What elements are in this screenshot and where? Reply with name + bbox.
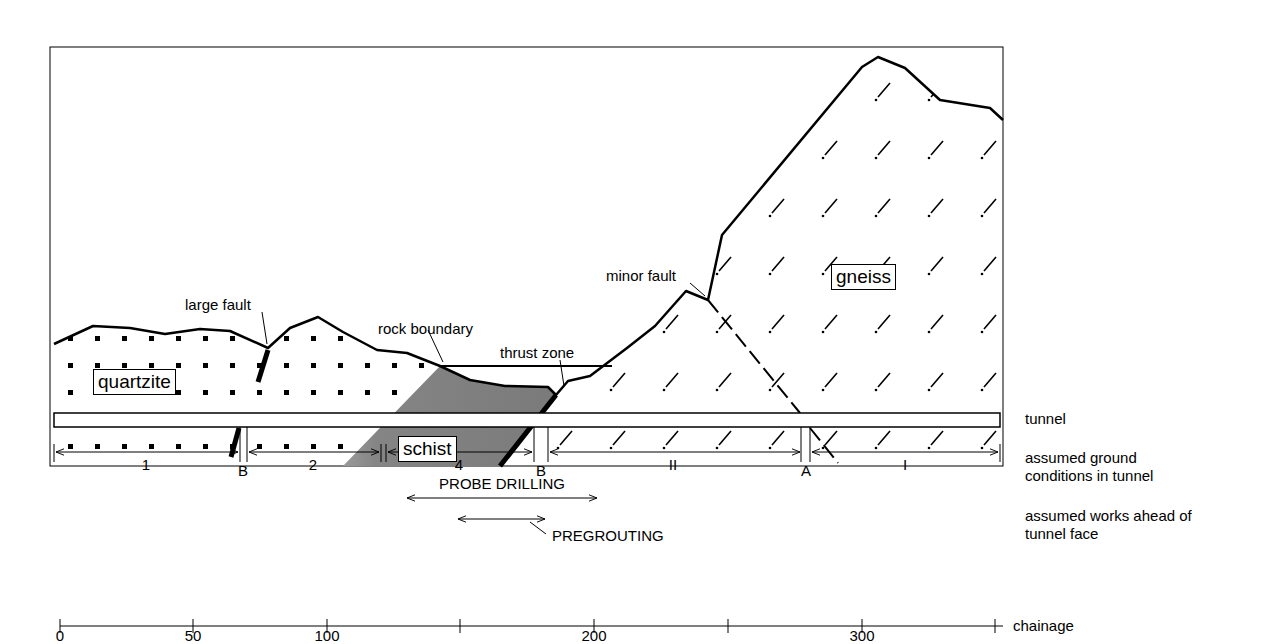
- rock-name: quartzite: [98, 371, 171, 392]
- rock-name: schist: [403, 438, 452, 459]
- rock-name-box: quartzite: [93, 369, 176, 395]
- row-label: tunnel: [1025, 410, 1066, 428]
- rock-name-box: gneiss: [831, 264, 896, 290]
- scale-number: 0: [56, 628, 64, 643]
- works-label: PREGROUTING: [552, 527, 664, 545]
- scale-number: 50: [185, 628, 202, 643]
- scale-number: 200: [581, 628, 606, 643]
- feature-label: thrust zone: [500, 344, 574, 362]
- ground-class: A: [801, 462, 811, 480]
- rock-name: gneiss: [836, 266, 891, 287]
- ground-class: 1: [142, 456, 150, 474]
- scale-number: 300: [849, 628, 874, 643]
- rock-name-box: schist: [398, 436, 457, 462]
- ground-class: II: [669, 456, 677, 474]
- row-label: assumed ground conditions in tunnel: [1025, 449, 1195, 485]
- feature-label: minor fault: [606, 267, 676, 285]
- row-label: assumed works ahead of tunnel face: [1025, 507, 1195, 543]
- ground-class: 2: [309, 456, 317, 474]
- feature-label: large fault: [185, 296, 251, 314]
- works-label: PROBE DRILLING: [439, 475, 565, 493]
- scale-label: chainage: [1013, 617, 1074, 635]
- ground-class: 4: [455, 456, 463, 474]
- scale-number: 100: [314, 628, 339, 643]
- feature-label: rock boundary: [378, 320, 473, 338]
- ground-class: I: [903, 456, 907, 474]
- ground-class: B: [238, 462, 248, 480]
